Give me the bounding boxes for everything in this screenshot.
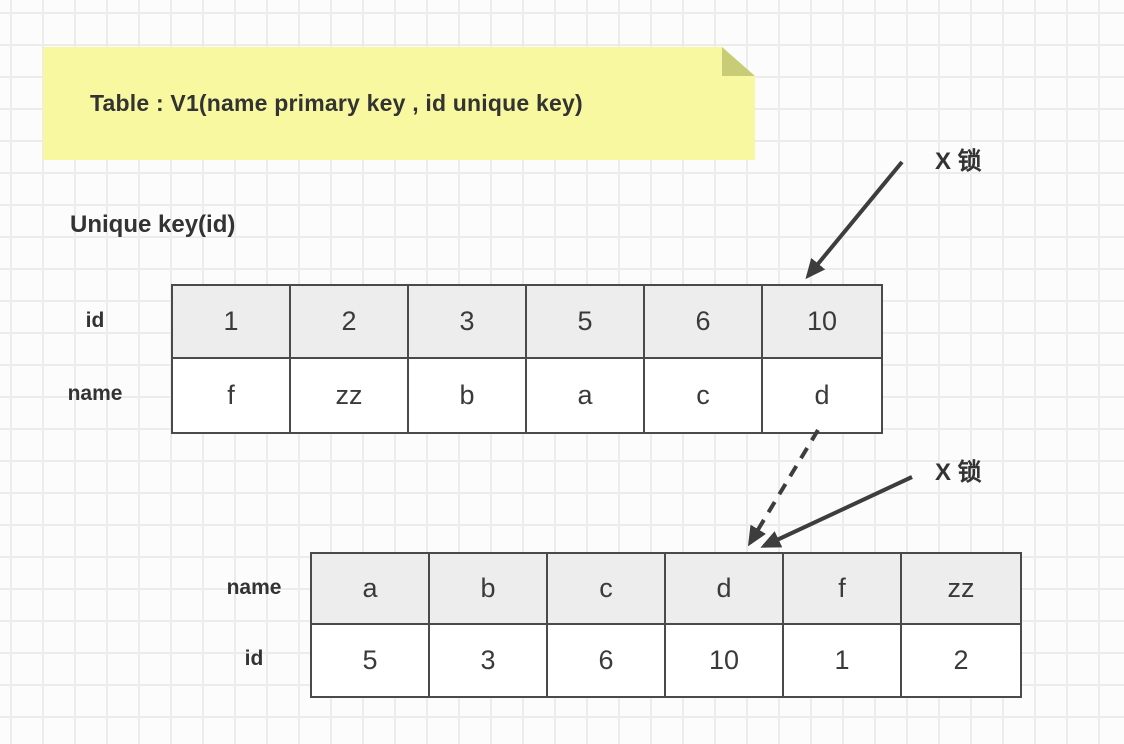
table-cell: 10 [763,286,881,359]
table-cell: 5 [312,625,430,696]
row-label-name: name [226,575,282,599]
table-cell: 6 [548,625,666,696]
table-cell: a [312,554,430,625]
table-cell: 3 [430,625,548,696]
row-label-id: id [85,308,105,332]
primary-key-table: name id a b c d f zz 5 3 6 10 1 2 [213,552,1022,698]
x-lock-label-top: X 锁 [935,148,982,175]
table-cell: 1 [784,625,902,696]
row-label-name: name [67,381,123,405]
table-cell: 3 [409,286,527,359]
x-lock-label-bottom: X 锁 [935,459,982,486]
dashed-link-arrow [747,428,820,547]
unique-key-section-label: Unique key(id) [70,211,236,238]
x-lock-arrow-top [805,160,904,280]
sticky-note: Table : V1(name primary key , id unique … [43,47,755,160]
table-cell: 10 [666,625,784,696]
table-cell: 2 [953,645,969,675]
unique-key-table: id name 1 2 3 5 6 10 f zz b a c d [55,284,883,434]
table-cell: c [548,554,666,625]
table-cell: f [173,359,291,432]
table-cell: b [430,554,548,625]
table-cell: c [645,359,763,432]
unique-key-grid: 1 2 3 5 6 10 f zz b a c d [171,284,883,434]
table-cell: b [409,359,527,432]
table-cell: 5 [527,286,645,359]
sticky-note-fold-corner [722,47,755,76]
table-cell: a [527,359,645,432]
sticky-note-title: Table : V1(name primary key , id unique … [90,90,583,116]
table-cell: d [814,380,830,410]
table-cell: 1 [173,286,291,359]
row-label-id: id [244,646,264,670]
table-cell: 6 [645,286,763,359]
primary-key-grid: a b c d f zz 5 3 6 10 1 2 [310,552,1022,698]
table-cell: d [666,554,784,625]
table-cell: zz [291,359,409,432]
table-cell: 2 [291,286,409,359]
primary-key-row-labels: name id [213,552,295,698]
unique-key-row-labels: id name [55,284,135,434]
x-lock-arrow-bottom [760,475,913,548]
table-cell: f [784,554,902,625]
table-cell: zz [902,554,1020,625]
